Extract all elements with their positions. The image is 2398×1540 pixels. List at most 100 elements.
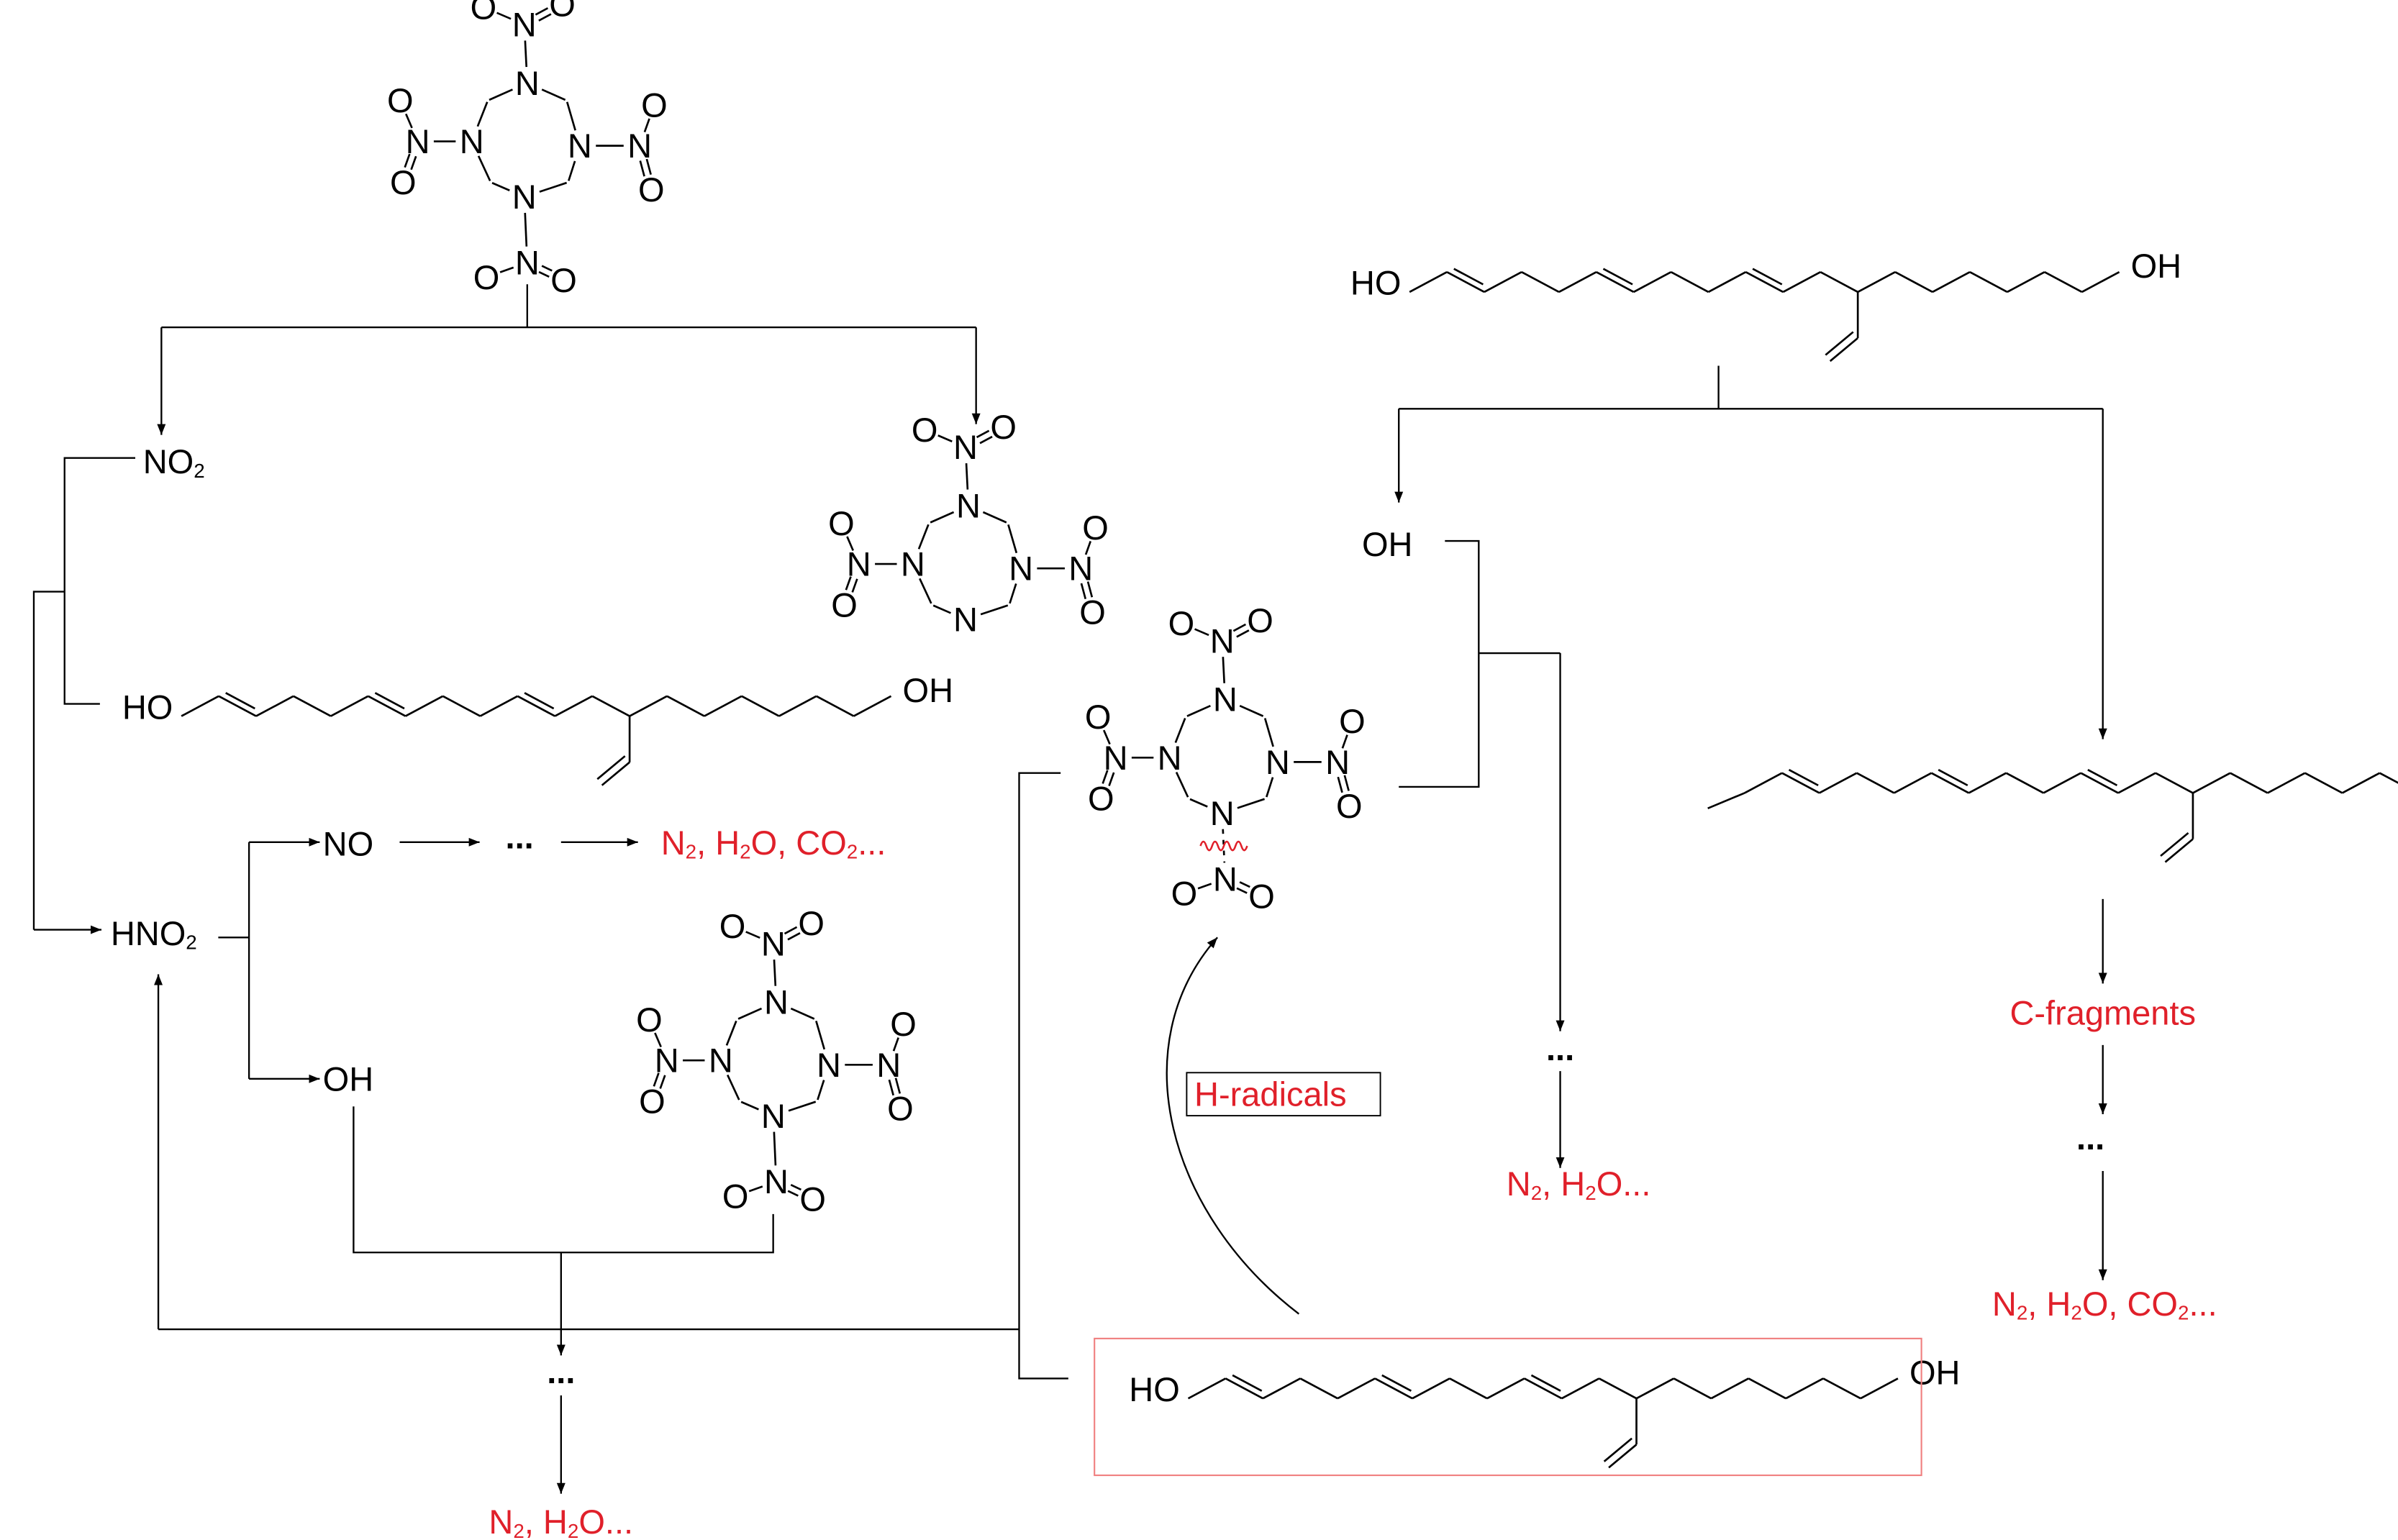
chain-double-bond bbox=[1232, 1374, 1263, 1392]
nitro-oxygen: O bbox=[828, 504, 855, 542]
n-o-double-bond bbox=[1236, 887, 1248, 894]
nitro-oxygen: O bbox=[641, 86, 668, 124]
chain-bond bbox=[1673, 1377, 1712, 1400]
nitro-oxygen: O bbox=[722, 1177, 749, 1215]
nitro-oxygen: O bbox=[638, 170, 665, 209]
n-o-double-bond bbox=[535, 7, 549, 16]
ring-bond bbox=[491, 182, 510, 192]
chain-bond bbox=[554, 695, 593, 717]
chain-bond bbox=[853, 695, 892, 717]
nitro-nitrogen: N bbox=[512, 6, 537, 44]
ring-nitrogen: N bbox=[1210, 794, 1235, 832]
ring-bond bbox=[740, 1101, 759, 1111]
n-o-double-bond bbox=[659, 1075, 666, 1089]
n-n-bond bbox=[524, 212, 528, 247]
chain-bond bbox=[1819, 772, 1858, 794]
chain-bond bbox=[1598, 1377, 1638, 1400]
chain-bond bbox=[404, 695, 444, 717]
ring-bond bbox=[539, 181, 568, 193]
n-o-single-bond bbox=[643, 118, 650, 132]
ring-nitrogen: N bbox=[512, 178, 537, 216]
n-o-single-bond bbox=[405, 113, 413, 129]
no-label: NO bbox=[323, 824, 374, 862]
htpb-hydroxyl-right: OH bbox=[903, 671, 954, 709]
n-o-single-bond bbox=[892, 1037, 899, 1052]
vinyl-bond bbox=[601, 761, 630, 786]
nitro-oxygen: O bbox=[831, 586, 858, 624]
chain-bond bbox=[2230, 772, 2268, 794]
n-o-single-bond bbox=[496, 12, 512, 20]
n-o-double-bond bbox=[538, 270, 550, 278]
nitro-oxygen: O bbox=[1082, 509, 1109, 547]
oh-right-label: OH bbox=[1362, 525, 1413, 563]
ring-bond bbox=[932, 604, 951, 614]
products-far-right: N2, H2O, CO2... bbox=[1992, 1284, 2217, 1323]
chain-bond bbox=[293, 695, 332, 717]
chain-bond bbox=[1857, 270, 1896, 293]
nitro-nitrogen: N bbox=[1325, 743, 1350, 781]
chain-bond bbox=[1596, 270, 1635, 293]
chain-bond bbox=[1710, 1377, 1749, 1400]
chain-bond bbox=[1262, 1377, 1301, 1400]
ring-nitrogen: N bbox=[709, 1042, 733, 1080]
chain-double-bond bbox=[1602, 268, 1633, 286]
h-radicals-box bbox=[1186, 1072, 1381, 1117]
nitro-oxygen: O bbox=[1247, 601, 1273, 639]
htpb-highlight-box bbox=[1094, 1337, 1922, 1477]
nitro-nitrogen: N bbox=[764, 1162, 789, 1200]
chain-bond bbox=[517, 695, 555, 717]
chain-bond bbox=[1561, 1377, 1600, 1400]
chain-bond bbox=[1968, 772, 2007, 794]
chain-bond bbox=[1524, 1377, 1563, 1400]
chain-bond bbox=[666, 695, 705, 717]
chain-bond bbox=[1932, 270, 1971, 293]
n-o-double-bond bbox=[1102, 770, 1109, 784]
h-radicals-label: H-radicals bbox=[1194, 1075, 1347, 1113]
nitro-oxygen: O bbox=[550, 261, 577, 299]
ring-bond bbox=[930, 511, 955, 524]
nitro-oxygen: O bbox=[890, 1005, 917, 1043]
htpb-hydroxyl-right: OH bbox=[2131, 247, 2182, 285]
nitro-oxygen: O bbox=[798, 904, 825, 942]
n-n-bond bbox=[965, 463, 969, 490]
ring-bond bbox=[477, 155, 491, 182]
vinyl-bond bbox=[2164, 838, 2194, 863]
chain-bond bbox=[1187, 1377, 1227, 1400]
ring-bond bbox=[1186, 704, 1211, 717]
chain-bond bbox=[255, 695, 294, 717]
ring-nitrogen: N bbox=[901, 545, 925, 583]
chain-bond bbox=[1969, 270, 2008, 293]
nitro-nitrogen: N bbox=[1210, 621, 1235, 660]
chain-bond bbox=[2007, 270, 2045, 293]
chain-bond bbox=[1558, 270, 1597, 293]
ring-bond bbox=[919, 578, 932, 604]
n-o-double-bond bbox=[639, 160, 645, 177]
arrow-h-radicals bbox=[1166, 937, 1300, 1315]
chain-bond bbox=[1782, 270, 1821, 293]
chain-double-bond bbox=[225, 692, 255, 710]
ring-nitrogen: N bbox=[761, 1097, 786, 1135]
chain-bond bbox=[2117, 772, 2156, 794]
ellipsis-right: ... bbox=[2076, 1118, 2104, 1157]
ring-bond bbox=[815, 1021, 826, 1050]
hno2-label: HNO2 bbox=[111, 913, 197, 953]
htpb-hydroxyl-right: OH bbox=[1909, 1353, 1961, 1391]
chain-double-bond bbox=[1381, 1374, 1412, 1392]
vinyl-double-bond bbox=[596, 755, 626, 780]
ring-bond bbox=[1263, 718, 1274, 747]
chain-bond bbox=[368, 695, 407, 717]
chain-bond bbox=[2304, 772, 2343, 794]
nitro-oxygen: O bbox=[1248, 878, 1275, 916]
nitro-nitrogen: N bbox=[761, 924, 786, 962]
nitro-oxygen: O bbox=[912, 411, 938, 449]
ring-bond bbox=[1239, 704, 1264, 717]
n-o-single-bond bbox=[1197, 883, 1212, 890]
htpb-hydroxyl-left: HO bbox=[1129, 1370, 1180, 1408]
ring-bond bbox=[1174, 717, 1186, 744]
chain-bond bbox=[1484, 270, 1522, 293]
vinyl-bond bbox=[1608, 1444, 1638, 1469]
chain-bond bbox=[2192, 772, 2231, 794]
nitro-oxygen: O bbox=[1088, 780, 1114, 818]
ring-bond bbox=[737, 1007, 763, 1020]
